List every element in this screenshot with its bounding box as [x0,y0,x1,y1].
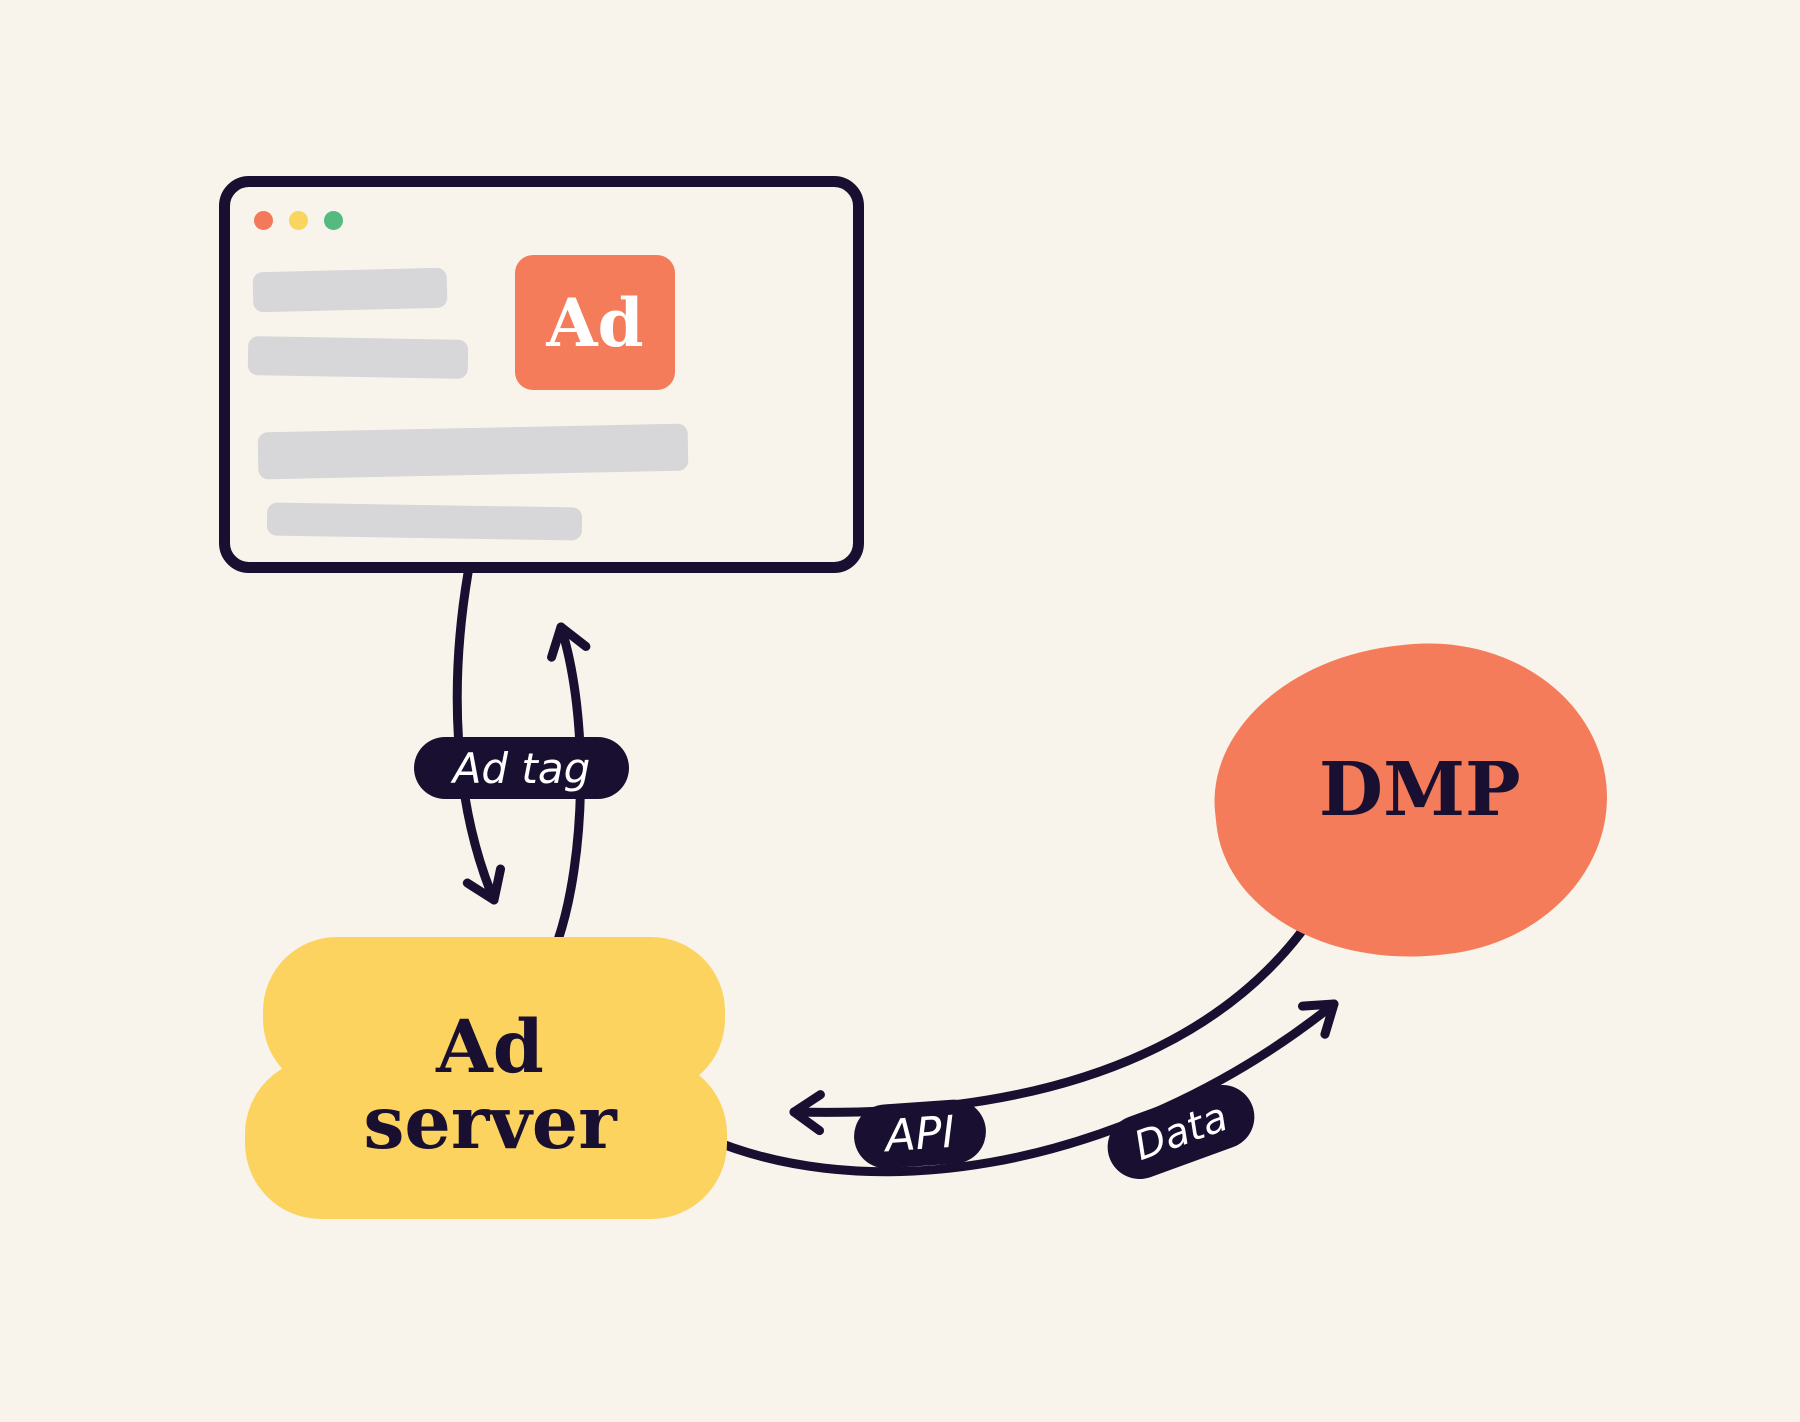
text-placeholder-bar [266,502,583,541]
ad-server-label-line1: Ad [436,1004,544,1090]
traffic-light-close-icon [254,211,273,230]
api-arrow [789,865,1345,1136]
data-arrow [675,999,1339,1177]
ad-server-node [245,1058,727,1219]
text-placeholder-bar [247,336,469,379]
dmp-label: DMP [1319,747,1521,834]
traffic-light-minimize-icon [289,211,308,230]
ad-server-label: Ad server [265,1000,715,1170]
text-placeholder-bar [257,423,689,480]
browser-window: Ad [219,176,864,573]
ad-slot-badge-label: Ad [546,283,644,362]
traffic-light-expand-icon [324,211,343,230]
api-label: API [883,1106,957,1162]
ad-tag-label-pill: Ad tag [414,737,629,799]
ad-tag-label: Ad tag [452,743,591,793]
text-placeholder-bar [252,267,448,313]
traffic-lights [254,211,343,230]
ad-server-label-line2: server [363,1080,617,1166]
ad-slot-badge: Ad [515,255,675,390]
api-label-pill: API [851,1097,989,1171]
